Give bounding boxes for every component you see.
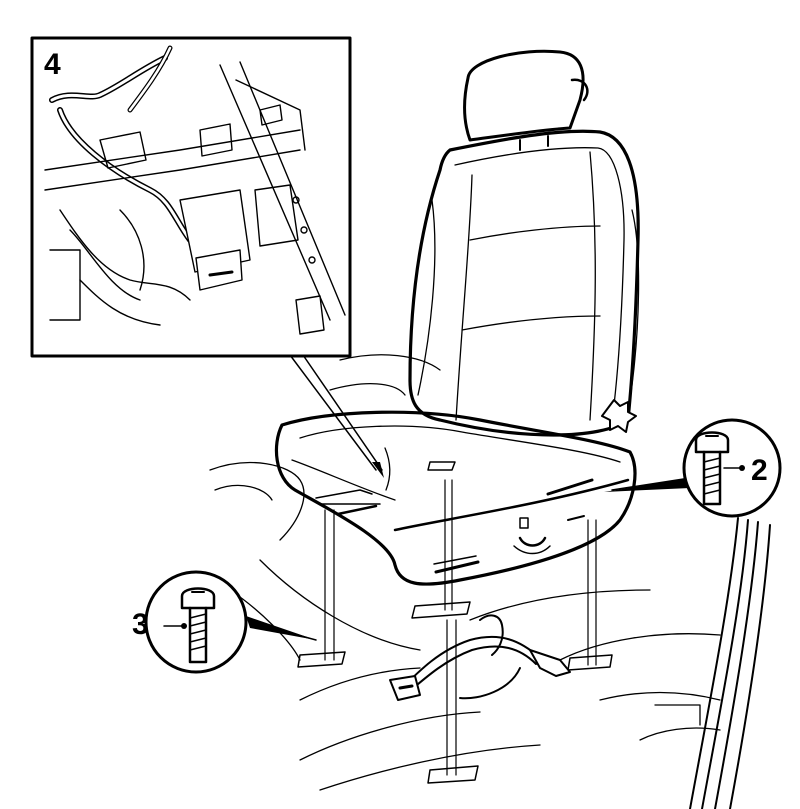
callout-2-label: 2 [751,454,768,487]
seat [274,49,640,586]
floor-anchor-plates [297,601,613,784]
inset-harness-drawing [44,45,346,335]
bolt-guide-lines [324,479,597,776]
vehicle-floor [209,354,721,791]
inset-detail [30,36,384,478]
underseat-wiring-harness [389,614,571,701]
bolt-callout-2 [604,418,782,518]
callout-3-label: 3 [132,608,149,641]
bolt-icon-3 [180,587,216,664]
backrest [408,129,640,437]
headrest [463,49,589,151]
door-sill-rails [689,517,771,809]
recline-knob [601,399,637,433]
callout-4-label: 4 [44,48,61,81]
bolt-callout-3 [144,570,317,674]
bolt-icon-2 [694,431,730,506]
seat-cushion [274,410,637,586]
